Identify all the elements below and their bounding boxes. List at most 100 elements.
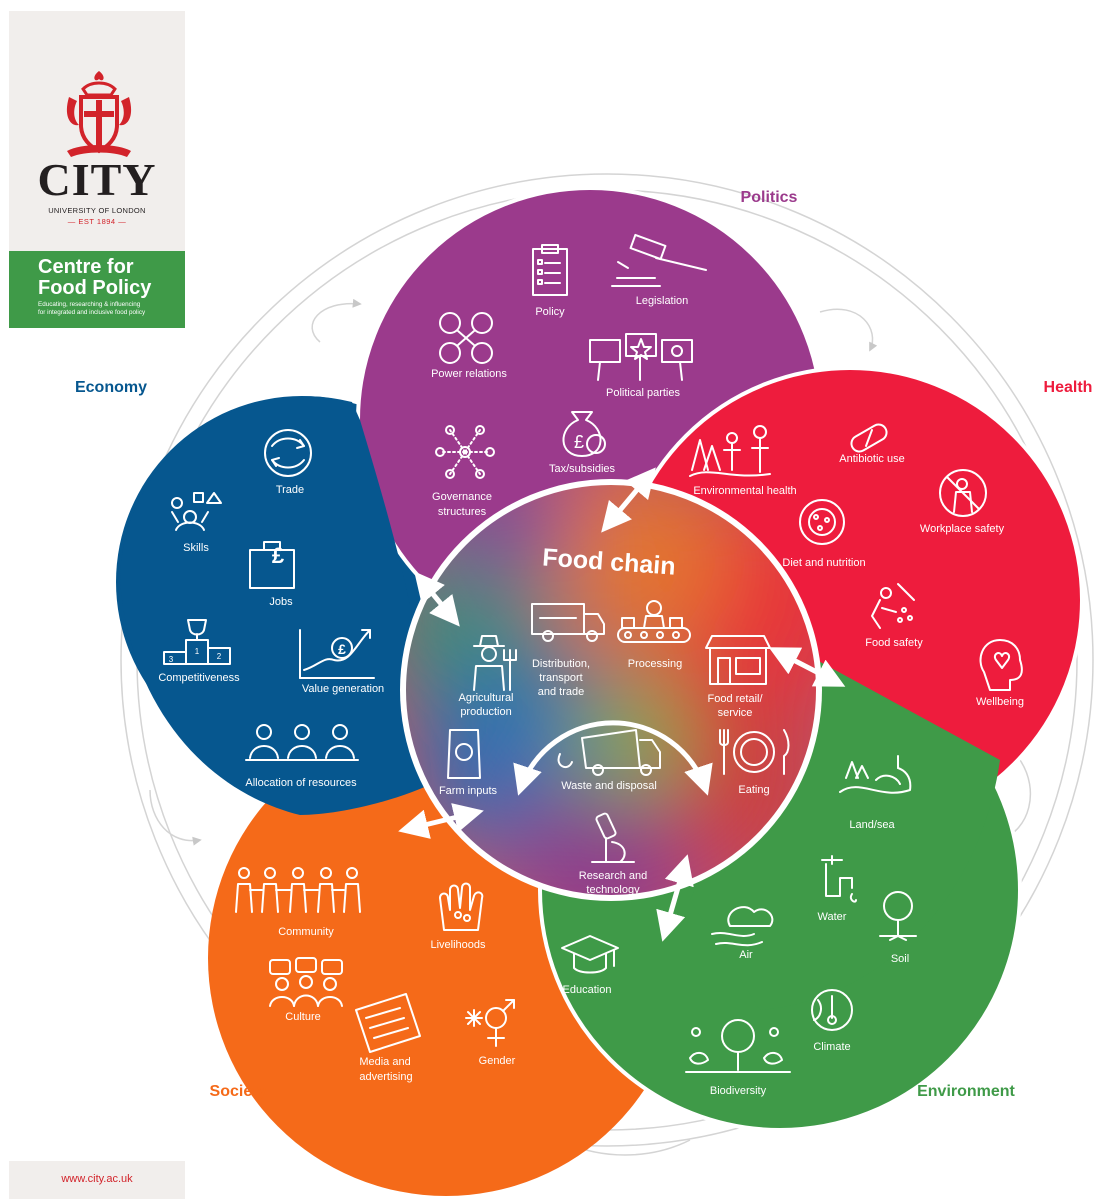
culture-icon	[269, 957, 343, 1007]
waste-cycle-arrow	[513, 720, 713, 796]
processing-icon	[617, 600, 691, 643]
community-people-icon	[235, 867, 361, 913]
plate-cutlery-icon	[719, 729, 790, 775]
eating-label: Eating	[738, 784, 769, 796]
waste-truck-icon	[557, 729, 661, 776]
society-foodchain-arrow	[398, 803, 484, 839]
media-label-line2: advertising	[359, 1071, 412, 1083]
policy-icon	[532, 244, 568, 296]
jobs-label: Jobs	[269, 596, 293, 608]
farm-inputs-label: Farm inputs	[439, 785, 498, 797]
governance-label-line1: Governance	[432, 491, 492, 503]
governance-structures-icon	[435, 425, 495, 479]
governance-label-line2: structures	[438, 506, 487, 518]
power-relations-icon	[439, 312, 493, 364]
health-label: Health	[1044, 379, 1093, 396]
city-crest-icon	[66, 71, 132, 157]
pound-sign-icon: £	[272, 543, 285, 568]
climate-globe-icon	[811, 989, 853, 1031]
political-parties-label: Political parties	[606, 387, 680, 399]
tax-subsidies-icon: £	[562, 411, 606, 457]
pill-icon	[850, 423, 888, 453]
health-foodchain-arrow	[768, 647, 846, 687]
economy-circle-overlap	[120, 396, 440, 815]
policy-label: Policy	[535, 306, 565, 318]
distribution-label-line2: transport	[539, 672, 582, 684]
society-label: Society	[210, 1083, 267, 1100]
city-logo-panel: CITY UNIVERSITY OF LONDON — EST 1894 —	[9, 11, 185, 251]
air-label: Air	[739, 949, 753, 961]
wellbeing-label: Wellbeing	[976, 696, 1024, 708]
food-safety-label: Food safety	[865, 637, 923, 649]
workplace-safety-label: Workplace safety	[920, 523, 1005, 535]
podium-rank-1: 1	[195, 647, 200, 656]
podium-rank-2: 2	[217, 652, 222, 661]
value-generation-icon	[299, 629, 375, 679]
agri-label-line2: production	[460, 706, 511, 718]
media-label-line1: Media and	[359, 1056, 410, 1068]
education-label: Education	[563, 984, 612, 996]
environment-foodchain-arrow	[656, 854, 694, 942]
svg-text:£: £	[574, 432, 584, 452]
food-safety-icon	[871, 583, 915, 629]
tax-subsidies-label: Tax/subsidies	[549, 463, 616, 475]
farmer-icon	[473, 635, 517, 691]
economy-label: Economy	[75, 379, 147, 396]
city-wordmark: CITY	[37, 154, 157, 205]
skills-icon	[171, 492, 222, 531]
workplace-safety-icon	[939, 469, 987, 517]
tagline-line2: for integrated and inclusive food policy	[38, 309, 146, 316]
legislation-label: Legislation	[636, 295, 689, 307]
connector-arrows	[398, 467, 846, 942]
microscope-icon	[591, 812, 635, 863]
biodiversity-label: Biodiversity	[710, 1085, 767, 1097]
livelihoods-label: Livelihoods	[430, 939, 486, 951]
politics-foodchain-arrow	[601, 467, 656, 533]
podium-rank-3: 3	[169, 655, 174, 664]
competitiveness-podium-icon	[163, 619, 231, 665]
trade-label: Trade	[276, 484, 304, 496]
allocation-resources-label: Allocation of resources	[245, 777, 357, 789]
wellbeing-icon	[979, 639, 1023, 691]
footer-url-link[interactable]: www.city.ac.uk	[61, 1173, 133, 1185]
processing-label: Processing	[628, 658, 682, 670]
retail-label-line2: service	[718, 707, 753, 719]
allocation-resources-icon	[245, 724, 359, 761]
environmental-health-icon	[689, 425, 771, 477]
land-sea-label: Land/sea	[849, 819, 895, 831]
soil-label: Soil	[891, 953, 909, 965]
retail-label-line1: Food retail/	[707, 693, 763, 705]
water-label: Water	[818, 911, 847, 923]
established-year: EST 1894	[78, 217, 116, 226]
tagline-line1: Educating, researching & influencing	[38, 301, 141, 308]
centre-title-line1: Centre for	[38, 256, 134, 278]
economy-foodchain-arrow	[414, 571, 460, 627]
competitiveness-label: Competitiveness	[158, 672, 240, 684]
culture-label: Culture	[285, 1011, 320, 1023]
diet-nutrition-label: Diet and nutrition	[782, 557, 865, 569]
antibiotic-use-label: Antibiotic use	[839, 453, 904, 465]
research-label-line1: Research and	[579, 870, 648, 882]
land-sea-icon	[839, 755, 912, 794]
centre-for-food-policy-banner: Centre for Food Policy Educating, resear…	[9, 251, 185, 328]
political-parties-icon	[589, 333, 693, 381]
university-text: UNIVERSITY OF LONDON	[48, 206, 146, 215]
newspaper-icon	[355, 993, 421, 1053]
trade-globe-icon	[264, 429, 312, 477]
research-label-line2: technology	[586, 884, 640, 896]
retail-shop-icon	[705, 635, 771, 685]
jobs-briefcase-icon	[249, 541, 295, 589]
value-generation-label: Value generation	[302, 683, 384, 695]
established-text: — EST 1894 —	[67, 217, 127, 226]
footer-url-panel: www.city.ac.uk	[9, 1161, 185, 1199]
gender-symbols-icon	[465, 999, 515, 1047]
environmental-health-label: Environmental health	[693, 485, 796, 497]
diet-nutrition-icon	[799, 499, 845, 545]
community-label: Community	[278, 926, 334, 938]
skills-label: Skills	[183, 542, 209, 554]
waste-label: Waste and disposal	[561, 780, 657, 792]
environment-label: Environment	[917, 1083, 1015, 1100]
farm-inputs-bag-icon	[447, 729, 481, 779]
centre-tagline: Educating, researching & influencing for…	[38, 301, 183, 317]
